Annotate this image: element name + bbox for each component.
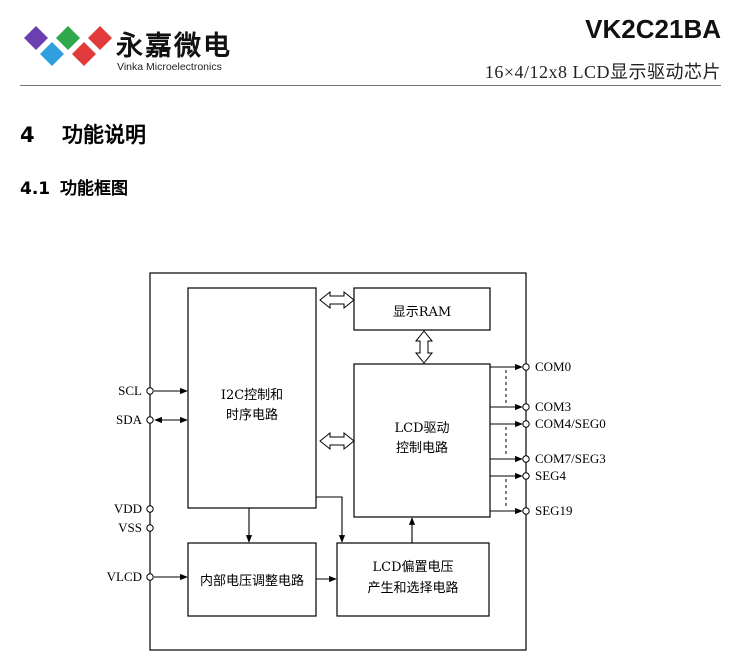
pin-label-vlcd: VLCD (107, 569, 142, 584)
subsection-title: 功能框图 (60, 179, 128, 199)
i2c-control-block (187, 287, 317, 509)
lcd-driver-label-line1: LCD驱动 (394, 421, 449, 436)
lcd-bias-block (336, 542, 490, 617)
pin-seg19-dot (522, 507, 530, 515)
product-subtitle: 16×4/12x8 LCD显示驱动芯片 (484, 62, 721, 82)
pin-scl-dot (146, 387, 154, 395)
com-output-group-1 (490, 363, 523, 411)
header-divider (20, 85, 721, 86)
pin-sda-dot (146, 416, 154, 424)
bias-label-line1: LCD偏置电压 (372, 560, 453, 575)
pin-vlcd-dot (146, 573, 154, 581)
pin-vss-dot (146, 524, 154, 532)
pin-label-com3: COM3 (535, 399, 571, 414)
i2c-to-bias-arrow (316, 496, 346, 543)
vinka-logo-icon (24, 26, 112, 66)
pin-label-scl: SCL (118, 383, 142, 398)
i2c-block-label-line1: I2C控制和 (221, 388, 283, 403)
subsection-heading: 4.1 功能框图 (20, 174, 128, 199)
bias-label-line2: 产生和选择电路 (367, 580, 458, 596)
pin-label-com4-seg0: COM4/SEG0 (535, 416, 606, 431)
company-name-cn: 永嘉微电 (116, 31, 232, 62)
display-ram-block (353, 287, 491, 331)
seg-output-group (490, 472, 523, 515)
section-number: 4 (20, 123, 35, 147)
pin-label-vdd: VDD (114, 501, 142, 516)
pin-com7-seg3-dot (522, 455, 530, 463)
pin-label-seg4: SEG4 (535, 468, 567, 483)
pin-com4-seg0-dot (522, 420, 530, 428)
pin-vdd-dot (146, 505, 154, 513)
page-header: 永嘉微电 Vinka Microelectronics VK2C21BA 16×… (0, 0, 753, 90)
pin-label-sda: SDA (116, 412, 143, 427)
pin-label-vss: VSS (118, 520, 142, 535)
i2c-ram-bus-arrow (319, 290, 355, 310)
regulator-label: 内部电压调整电路 (200, 573, 304, 589)
i2c-block-label-line2: 时序电路 (226, 407, 278, 423)
pin-com3-dot (522, 403, 530, 411)
pin-label-seg19: SEG19 (535, 503, 573, 518)
pin-seg4-dot (522, 472, 530, 480)
subsection-number: 4.1 (20, 179, 51, 199)
section-heading: 4 功能说明 (20, 119, 146, 149)
ram-block-label: 显示RAM (393, 305, 452, 320)
pin-label-com7-seg3: COM7/SEG3 (535, 451, 606, 466)
i2c-driver-bus-arrow (319, 431, 355, 451)
pin-label-com0: COM0 (535, 359, 571, 374)
company-name-en: Vinka Microelectronics (117, 61, 222, 73)
ram-driver-bus-arrow (414, 330, 434, 364)
pin-com0-dot (522, 363, 530, 371)
section-title: 功能说明 (62, 123, 146, 147)
model-number: VK2C21BA (585, 14, 721, 44)
com-seg-output-group (490, 420, 523, 463)
lcd-driver-label-line2: 控制电路 (396, 440, 448, 456)
